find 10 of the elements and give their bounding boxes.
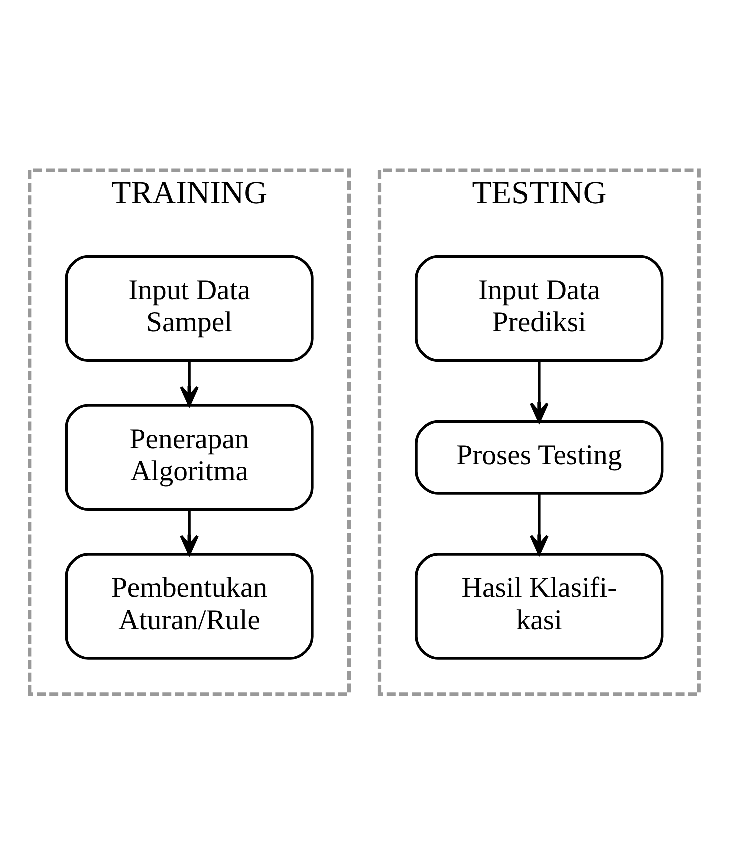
node-box: Penerapan Algoritma [65, 404, 314, 511]
node-box: Input Data Prediksi [415, 255, 664, 362]
node-box: Proses Testing [415, 420, 664, 495]
arrow [180, 510, 199, 556]
arrow [180, 361, 199, 407]
arrow [530, 494, 549, 556]
arrow [530, 361, 549, 423]
node-box: Pembentukan Aturan/Rule [65, 553, 314, 660]
node-box: Input Data Sampel [65, 255, 314, 362]
node-box: Hasil Klasifi- kasi [415, 553, 664, 660]
